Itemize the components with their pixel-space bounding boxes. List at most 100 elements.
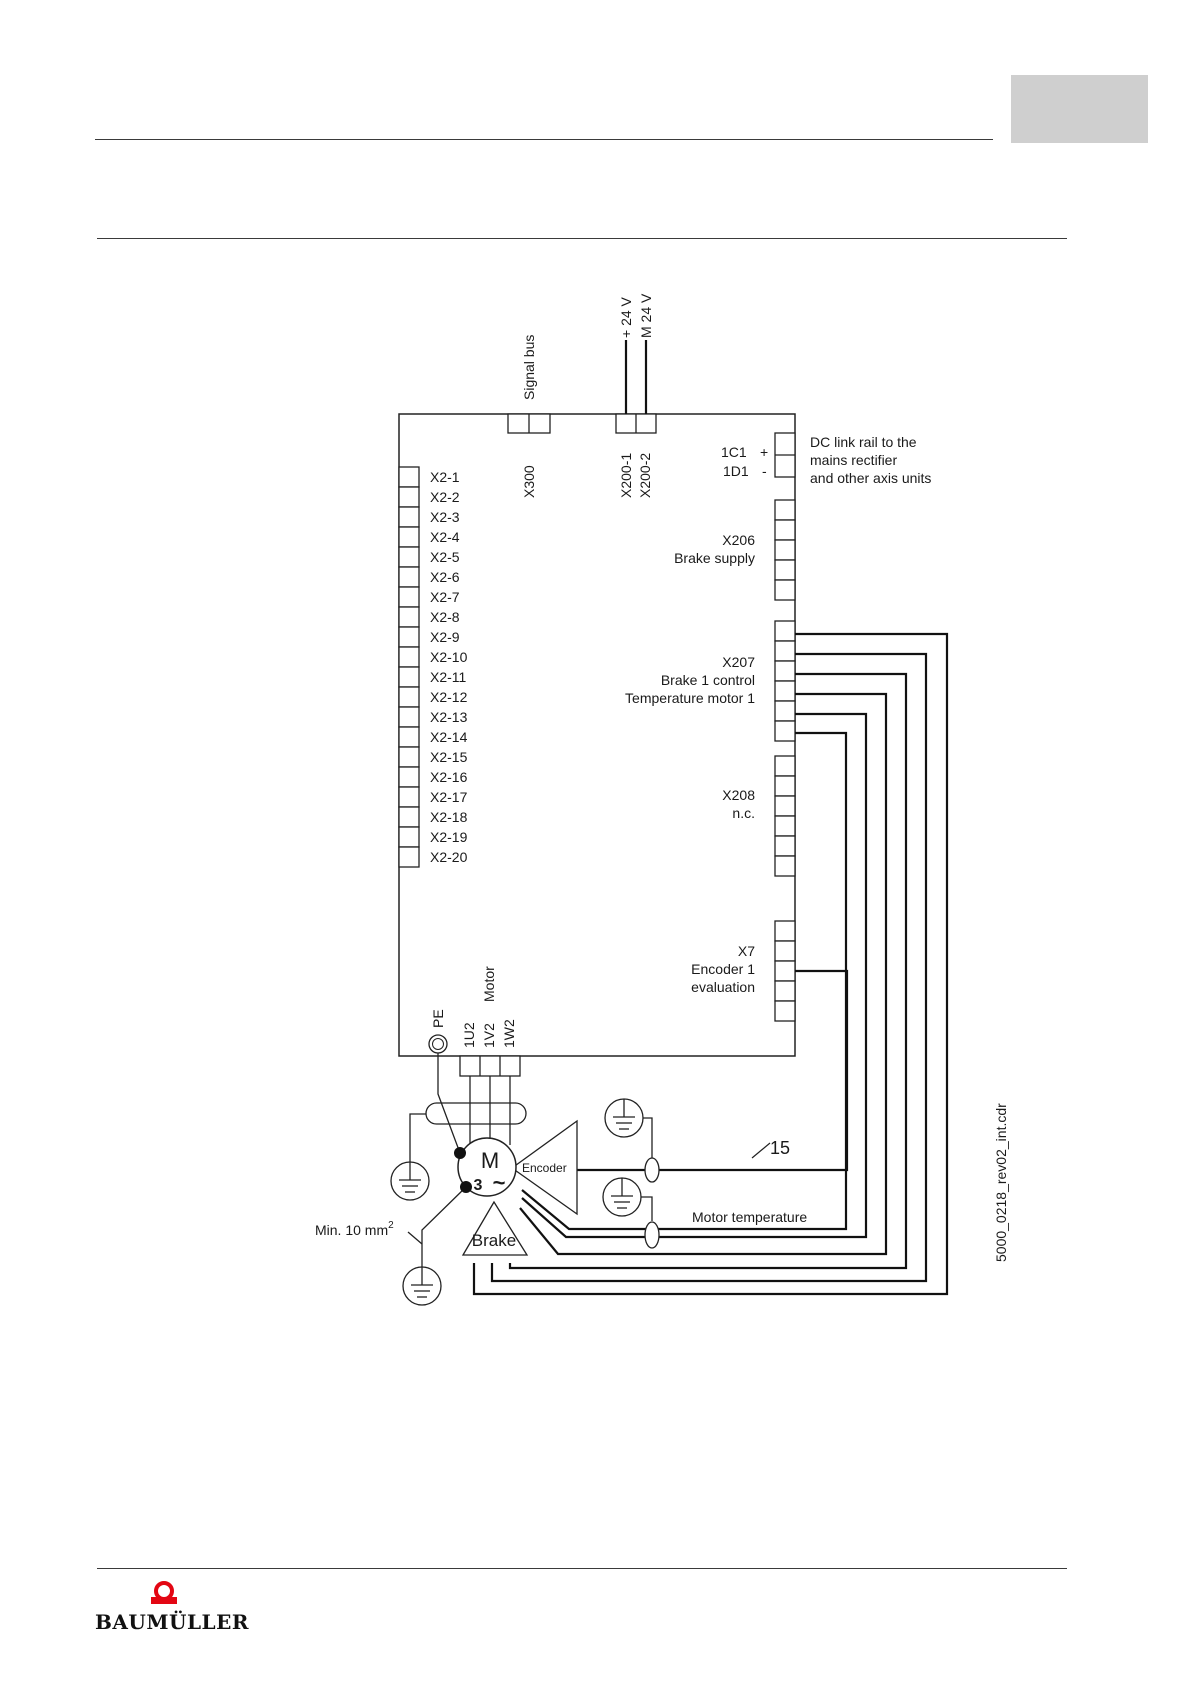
x2-terminal-box <box>398 566 420 588</box>
x2-terminal-box <box>398 646 420 668</box>
pe-wire <box>437 1053 461 1154</box>
x2-terminal-box <box>398 586 420 608</box>
x2-terminal-box <box>398 826 420 848</box>
x2-terminal-box <box>398 486 420 508</box>
x300-label: X300 <box>521 465 537 498</box>
x2-terminal-box <box>398 786 420 808</box>
x2-terminal-label: X2-10 <box>430 649 468 665</box>
x2-terminal-box <box>398 766 420 788</box>
motor-symbol <box>457 1137 517 1197</box>
x207-terminal-box <box>774 620 796 642</box>
brake-label: Brake <box>472 1231 516 1250</box>
encoder-cable <box>576 969 849 1172</box>
x2-terminal-label: X2-8 <box>430 609 460 625</box>
brake-cable-1 <box>472 632 949 1296</box>
x208-connector <box>774 755 796 877</box>
x206-terminal-box <box>774 499 796 521</box>
x7-terminal-box <box>774 920 796 942</box>
x2-terminal-label: X2-15 <box>430 749 468 765</box>
x7-terminal-box <box>774 940 796 962</box>
x2-terminal-label: X2-16 <box>430 769 468 785</box>
x207-terminal-box <box>774 700 796 722</box>
x208-desc: n.c. <box>732 805 755 821</box>
minus-24v-label: M 24 V <box>638 293 654 338</box>
cable-number: 15 <box>770 1138 790 1158</box>
x2-terminal-label: X2-9 <box>430 629 460 645</box>
x7-desc-2: evaluation <box>691 979 755 995</box>
ground-symbol-2 <box>402 1266 442 1306</box>
x2-terminal-label: X2-13 <box>430 709 468 725</box>
terminal-1c1: 1C1 <box>721 444 747 460</box>
motor-connection-dot-earth <box>460 1181 472 1193</box>
temperature-cable-3 <box>521 731 848 1231</box>
pe-terminal <box>428 1034 448 1054</box>
x2-terminal-box <box>398 746 420 768</box>
x207-desc-2: Temperature motor 1 <box>625 690 755 706</box>
signal-bus-label: Signal bus <box>521 335 537 400</box>
x2-terminal-label: X2-5 <box>430 549 460 565</box>
file-reference: 5000_0218_rev02_int.cdr <box>993 1103 1009 1262</box>
x200-2-label: X200-2 <box>637 453 653 498</box>
power-shield-ground-wire <box>409 1113 426 1162</box>
x2-terminal-label: X2-12 <box>430 689 468 705</box>
x208-terminal-box <box>774 815 796 837</box>
x207-terminal-box <box>774 640 796 662</box>
x2-terminal-box <box>398 626 420 648</box>
x2-terminal-label: X2-18 <box>430 809 468 825</box>
terminal-1v2: 1V2 <box>481 1023 497 1048</box>
x7-terminal-box <box>774 960 796 982</box>
brake-housing <box>461 1200 529 1256</box>
x208-terminal-box <box>774 755 796 777</box>
motor-earth-wire <box>421 1186 467 1267</box>
x2-terminal-box <box>398 606 420 628</box>
x2-terminal-label: X2-1 <box>430 469 460 485</box>
x2-terminal-box <box>398 506 420 528</box>
x7-connector <box>774 920 796 1022</box>
encoder-label: Encoder <box>522 1161 567 1175</box>
motor-ac-label: ~ <box>493 1170 506 1195</box>
x207-terminal-box <box>774 680 796 702</box>
dc-link-desc-3: and other axis units <box>810 470 931 486</box>
pe-label: PE <box>430 1009 446 1028</box>
x206-title: X206 <box>722 532 755 548</box>
encoder-housing <box>510 1119 578 1216</box>
x207-desc-1: Brake 1 control <box>661 672 755 688</box>
min-cross-section-label: Min. 10 mm2 <box>315 1220 394 1238</box>
x2-terminal-box <box>398 706 420 728</box>
x206-terminal-box <box>774 579 796 601</box>
logo-wordmark: BAUMÜLLER <box>95 1610 249 1634</box>
x7-terminal-box <box>774 1000 796 1022</box>
x2-terminal-box <box>398 806 420 828</box>
brake-cable-2 <box>490 652 928 1283</box>
x207-connector <box>774 620 796 742</box>
x2-terminal-box <box>398 666 420 688</box>
dc-link-desc-2: mains rectifier <box>810 452 897 468</box>
x207-terminal-box <box>774 660 796 682</box>
dc-link-desc-1: DC link rail to the <box>810 434 917 450</box>
baumueller-logo: BAUMÜLLER <box>95 1581 248 1634</box>
x2-terminal-box <box>398 846 420 868</box>
encoder-shield-ground-wire <box>643 1117 653 1164</box>
x2-terminal-label: X2-14 <box>430 729 468 745</box>
motor-connection-dot-pe <box>454 1147 466 1159</box>
ground-symbol-4 <box>602 1177 642 1217</box>
x206-terminal-box <box>774 559 796 581</box>
motor-label: Motor <box>481 966 497 1002</box>
motor-phase-label: 3 <box>474 1177 483 1194</box>
x2-terminal-label: X2-3 <box>430 509 460 525</box>
motor-m-label: M <box>481 1148 499 1173</box>
section-rule <box>97 238 1067 239</box>
x206-terminal-box <box>774 539 796 561</box>
x2-terminal-label: X2-20 <box>430 849 468 865</box>
terminal-1w2: 1W2 <box>501 1019 517 1048</box>
x2-terminal-label: X2-2 <box>430 489 460 505</box>
x7-title: X7 <box>738 943 755 959</box>
temperature-shield-ground-wire <box>641 1196 653 1221</box>
encoder-cable-shield <box>644 1157 660 1183</box>
x2-terminal-label: X2-17 <box>430 789 468 805</box>
x2-terminal-label: X2-19 <box>430 829 468 845</box>
ground-symbol-3 <box>604 1098 644 1138</box>
x2-terminal-label: X2-7 <box>430 589 460 605</box>
header-rule <box>95 139 993 140</box>
